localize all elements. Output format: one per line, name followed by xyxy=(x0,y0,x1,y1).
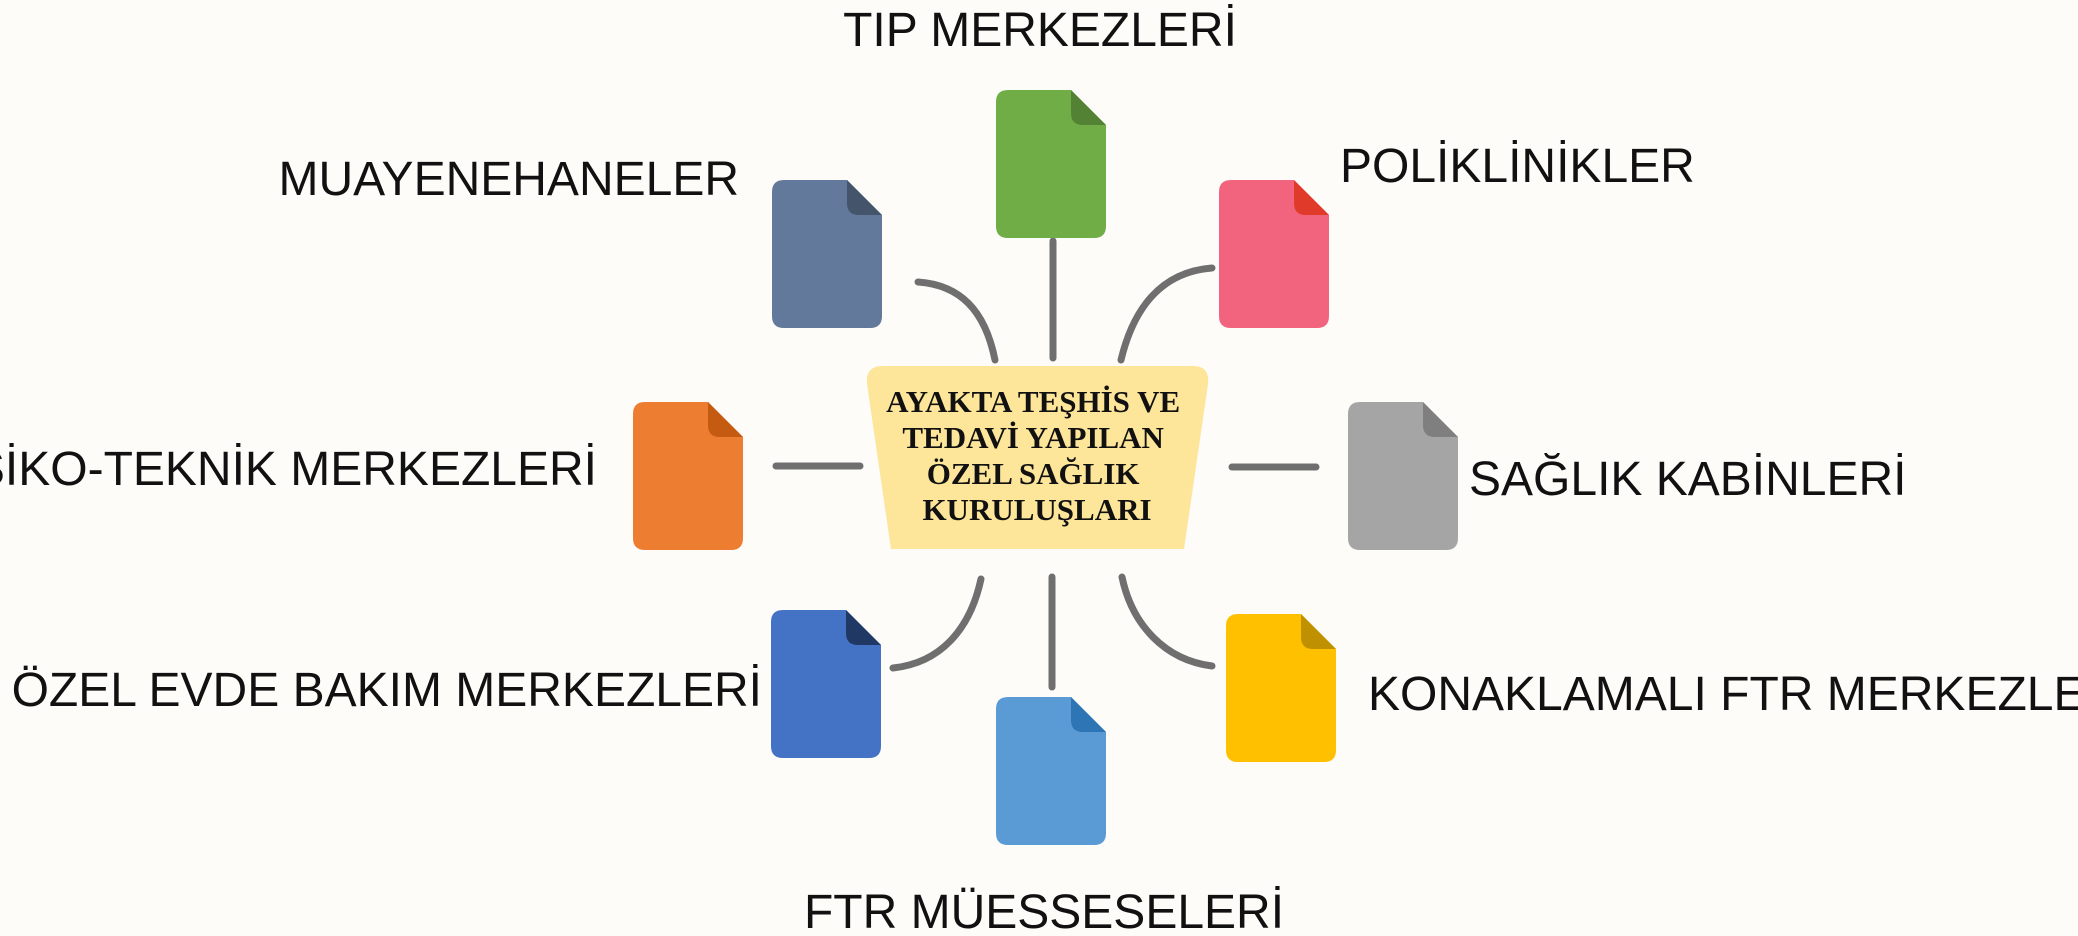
node-labels: TIP MERKEZLERİ POLİKLİNİKLER SAĞLIK KABİ… xyxy=(0,4,2078,936)
center-shape xyxy=(866,366,1209,549)
document-icon xyxy=(771,610,881,758)
label-saglik-kabinleri: SAĞLIK KABİNLERİ xyxy=(1469,452,1907,506)
connector-muayene xyxy=(914,278,999,364)
center-title-line: TEDAVİ YAPILAN xyxy=(902,420,1164,455)
label-poliklinikler: POLİKLİNİKLER xyxy=(1340,140,1695,193)
document-icon xyxy=(633,402,743,550)
label-konaklamali-ftr-merkezleri: KONAKLAMALI FTR MERKEZLERİ xyxy=(1368,668,2078,721)
center-title-line: ÖZEL SAĞLIK xyxy=(927,456,1140,491)
document-icon xyxy=(996,697,1106,845)
document-icon xyxy=(1348,402,1458,550)
center-title-line: AYAKTA TEŞHİS VE xyxy=(886,384,1180,419)
connectors xyxy=(772,237,1320,691)
center-node: AYAKTA TEŞHİS VE TEDAVİ YAPILAN ÖZEL SAĞ… xyxy=(866,366,1209,549)
label-psiko-teknik-merkezleri: PSİKO-TEKNİK MERKEZLERİ xyxy=(0,443,597,496)
document-icon xyxy=(996,90,1106,238)
document-icon xyxy=(1226,614,1336,762)
connector-poliklinik xyxy=(1117,264,1216,364)
document-icon xyxy=(1219,180,1329,328)
node-icons xyxy=(633,90,1458,845)
center-title: AYAKTA TEŞHİS VE TEDAVİ YAPILAN ÖZEL SAĞ… xyxy=(886,384,1188,527)
label-ftr-muesseseleri: FTR MÜESSESELERİ xyxy=(804,886,1284,936)
label-tip-merkezleri: TIP MERKEZLERİ xyxy=(843,4,1237,57)
label-muayenehaneler: MUAYENEHANELER xyxy=(278,153,739,206)
label-ozel-evde-bakim-merkezleri: ÖZEL EVDE BAKIM MERKEZLERİ xyxy=(12,664,762,717)
document-icon xyxy=(772,180,882,328)
connector-evde-bakim xyxy=(889,575,985,672)
connector-konaklamali xyxy=(1118,573,1216,670)
center-title-line: KURULUŞLARI xyxy=(922,492,1151,527)
